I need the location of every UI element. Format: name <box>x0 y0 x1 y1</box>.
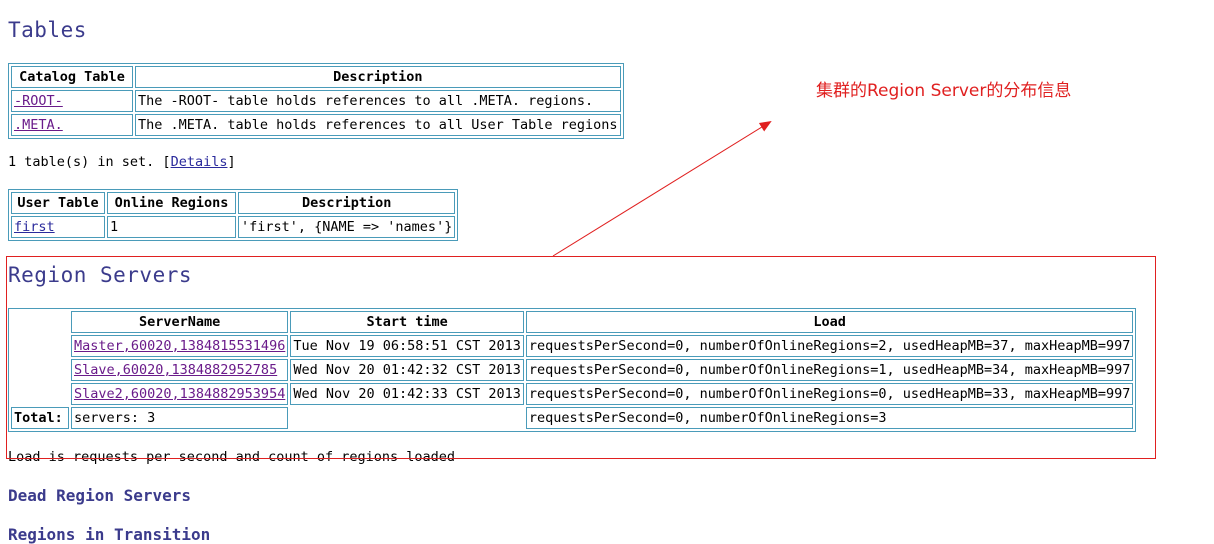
load-col-header: Load <box>525 311 1134 333</box>
highlight-box <box>6 256 1156 459</box>
table-description: 'first', {NAME => 'names'} <box>238 216 456 238</box>
server-start-time: Wed Nov 20 01:42:33 CST 2013 <box>290 383 524 405</box>
table-row: .META. The .META. table holds references… <box>11 114 621 136</box>
meta-table-link[interactable]: .META. <box>14 117 63 133</box>
total-label: Total: <box>11 407 69 429</box>
description-col-header: Description <box>238 192 456 214</box>
annotation-arrow <box>552 120 772 257</box>
server-link-slave2[interactable]: Slave2,60020,1384882953954 <box>74 386 286 402</box>
table-row: first 1 'first', {NAME => 'names'} <box>11 216 456 238</box>
total-servers: servers: 3 <box>71 407 289 429</box>
dead-region-servers-heading: Dead Region Servers <box>8 486 192 505</box>
server-name-col-header: ServerName <box>71 311 289 333</box>
region-servers-table: ServerName Start time Load Master,60020,… <box>8 308 1137 432</box>
description-col-header: Description <box>135 66 621 88</box>
total-load: requestsPerSecond=0, numberOfOnlineRegio… <box>525 407 1134 429</box>
catalog-col-header: Catalog Table <box>11 66 133 88</box>
user-table: User Table Online Regions Description fi… <box>8 189 459 241</box>
online-regions-value: 1 <box>107 216 236 238</box>
server-link-slave[interactable]: Slave,60020,1384882952785 <box>74 362 278 378</box>
table-row: Master,60020,1384815531496 Tue Nov 19 06… <box>11 335 1134 357</box>
details-link[interactable]: Details <box>170 154 228 170</box>
catalog-table: Catalog Table Description -ROOT- The -RO… <box>8 63 624 139</box>
user-table-col-header: User Table <box>11 192 105 214</box>
start-time-col-header: Start time <box>290 311 524 333</box>
tables-heading: Tables <box>8 18 87 42</box>
server-start-time: Tue Nov 19 06:58:51 CST 2013 <box>290 335 524 357</box>
online-regions-col-header: Online Regions <box>107 192 236 214</box>
server-start-time: Wed Nov 20 01:42:32 CST 2013 <box>290 359 524 381</box>
table-row: -ROOT- The -ROOT- table holds references… <box>11 90 621 112</box>
table-row: Slave2,60020,1384882953954 Wed Nov 20 01… <box>11 383 1134 405</box>
annotation-text: 集群的Region Server的分布信息 <box>816 81 1072 101</box>
server-load: requestsPerSecond=0, numberOfOnlineRegio… <box>525 383 1134 405</box>
table-description: The -ROOT- table holds references to all… <box>135 90 621 112</box>
root-table-link[interactable]: -ROOT- <box>14 93 63 109</box>
server-link-master[interactable]: Master,60020,1384815531496 <box>74 338 286 354</box>
table-row-total: Total: servers: 3 requestsPerSecond=0, n… <box>11 407 1134 429</box>
server-load: requestsPerSecond=0, numberOfOnlineRegio… <box>525 359 1134 381</box>
load-note: Load is requests per second and count of… <box>8 449 456 465</box>
region-servers-heading: Region Servers <box>8 263 193 287</box>
table-row: Slave,60020,1384882952785 Wed Nov 20 01:… <box>11 359 1134 381</box>
table-description: The .META. table holds references to all… <box>135 114 621 136</box>
server-load: requestsPerSecond=0, numberOfOnlineRegio… <box>525 335 1134 357</box>
first-table-link[interactable]: first <box>14 219 55 235</box>
tables-summary: 1 table(s) in set. [Details] <box>8 154 236 170</box>
